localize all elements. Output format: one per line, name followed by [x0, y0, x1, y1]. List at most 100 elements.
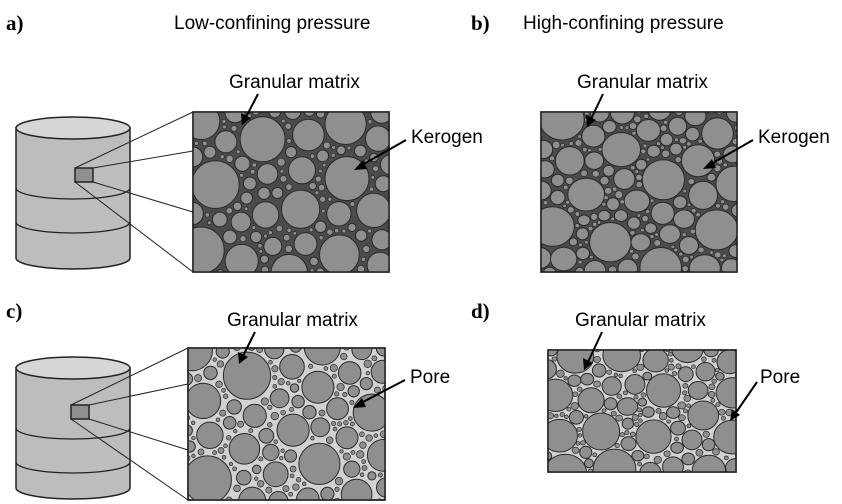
grain	[323, 366, 329, 371]
grain	[638, 418, 643, 423]
grain	[542, 200, 549, 206]
grain	[226, 435, 232, 441]
panel-c-pore-arrow	[353, 379, 406, 408]
grain	[633, 115, 642, 124]
grain	[359, 441, 367, 449]
grain	[230, 125, 238, 132]
grain	[263, 236, 283, 256]
cylinder-top	[15, 356, 131, 380]
grain	[686, 403, 691, 408]
grain	[685, 126, 700, 142]
grain	[351, 348, 373, 361]
grain	[634, 421, 640, 427]
grain	[355, 229, 368, 242]
grain	[613, 168, 636, 190]
panel-d-letter: d)	[471, 299, 490, 323]
grain	[670, 441, 684, 454]
grain	[619, 432, 625, 438]
grain	[715, 203, 721, 209]
grain	[681, 255, 690, 264]
grain	[315, 112, 326, 119]
grain	[635, 181, 643, 188]
grain	[649, 234, 655, 239]
grain	[606, 369, 613, 375]
grain	[318, 184, 326, 192]
grain	[681, 390, 688, 396]
panel-a-kerogen-label: Kerogen	[411, 127, 483, 148]
grain	[284, 244, 293, 253]
grain	[188, 454, 191, 462]
grain	[289, 465, 297, 473]
grain	[541, 139, 554, 160]
grain	[214, 130, 238, 154]
grain	[677, 401, 687, 410]
grain	[367, 228, 372, 234]
grain	[645, 209, 651, 214]
grain	[619, 199, 625, 205]
grain	[690, 208, 697, 214]
grain	[567, 374, 582, 387]
grain	[565, 176, 574, 185]
grain	[614, 443, 620, 449]
cylinder-band	[15, 427, 131, 440]
cylinder-top	[15, 116, 131, 140]
grain	[268, 491, 289, 500]
grain	[701, 438, 716, 452]
grain	[568, 410, 585, 425]
grain	[226, 399, 242, 415]
grain	[639, 461, 662, 472]
grain	[587, 225, 594, 232]
grain	[695, 362, 716, 382]
grain	[194, 374, 203, 383]
grain	[646, 144, 661, 158]
grain	[658, 224, 681, 244]
grain	[239, 116, 286, 163]
grain	[688, 254, 721, 272]
grain	[215, 380, 223, 388]
cylinder-band	[15, 221, 131, 234]
grain	[260, 397, 269, 406]
grain	[367, 119, 373, 125]
grain	[674, 112, 683, 116]
grain	[579, 445, 593, 459]
grain	[262, 461, 289, 488]
grain	[713, 419, 736, 455]
grain	[658, 412, 668, 421]
grain	[272, 384, 278, 389]
grain	[713, 251, 722, 259]
grain	[697, 138, 703, 144]
panel-a-title: Low-confining pressure	[174, 13, 370, 34]
grain	[681, 452, 696, 466]
grain	[655, 408, 662, 414]
grain	[635, 158, 648, 171]
grain	[340, 352, 348, 361]
grain	[576, 386, 583, 392]
grain	[281, 189, 321, 229]
grain	[193, 146, 204, 168]
panel-a-matrix-arrow	[241, 93, 259, 125]
grain	[228, 461, 234, 467]
grain	[309, 153, 316, 159]
grain	[718, 408, 726, 416]
grain	[602, 350, 641, 373]
grain	[566, 406, 572, 412]
grain	[630, 233, 651, 252]
grain	[219, 409, 227, 417]
grain	[656, 141, 661, 146]
grain	[608, 265, 617, 272]
grain	[318, 168, 323, 174]
sample-window	[70, 404, 90, 420]
grain	[343, 419, 349, 426]
grain	[695, 212, 701, 218]
grain	[293, 232, 318, 256]
grain	[577, 214, 591, 227]
grain	[617, 258, 638, 272]
grain	[230, 211, 252, 233]
grain	[371, 355, 378, 362]
grain	[193, 112, 221, 140]
grain	[592, 452, 598, 458]
grain	[666, 406, 681, 419]
grain	[277, 378, 285, 386]
grain	[377, 472, 383, 478]
grain	[671, 350, 704, 364]
